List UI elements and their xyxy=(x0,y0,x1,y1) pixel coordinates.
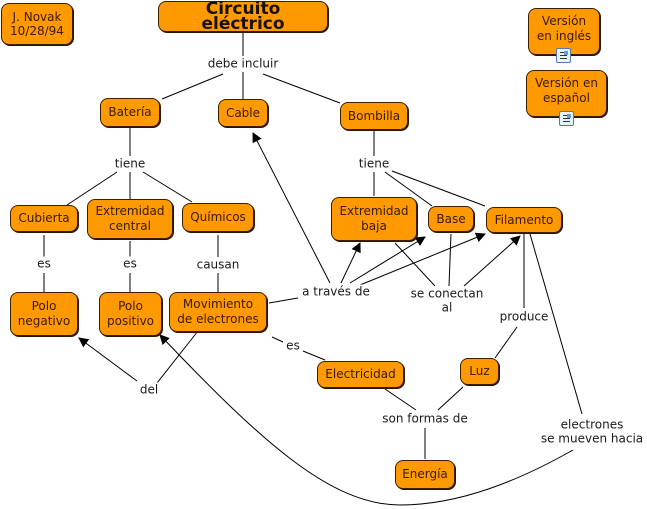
concept-bombilla[interactable]: Bombilla xyxy=(340,102,408,130)
edge xyxy=(340,242,361,284)
author-date: 10/28/94 xyxy=(10,24,64,38)
concept-quimicos[interactable]: Químicos xyxy=(182,203,254,232)
edge xyxy=(78,337,138,382)
concept-cable[interactable]: Cable xyxy=(218,99,268,127)
concept-electricidad[interactable]: Electricidad xyxy=(317,361,404,388)
link-se-conectan-al: al xyxy=(439,300,455,316)
edge xyxy=(394,242,436,287)
link-debe-incluir: debe incluir xyxy=(205,56,281,72)
concept-movimiento-electrones[interactable]: Movimiento de electrones xyxy=(169,292,267,332)
concept-energia[interactable]: Energía xyxy=(395,460,455,489)
edge xyxy=(384,171,433,207)
author-node[interactable]: J. Novak 10/28/94 xyxy=(1,3,73,45)
link-produce: produce xyxy=(497,309,551,325)
edge xyxy=(529,233,583,415)
link-es-movimiento: es xyxy=(284,338,302,354)
document-icon[interactable] xyxy=(559,111,574,126)
concept-version-espanol[interactable]: Versión en español xyxy=(526,70,607,117)
concept-circuito-electrico[interactable]: Circuito eléctrico xyxy=(158,0,328,32)
link-a-traves-de: a través de xyxy=(300,284,372,300)
concept-extremidad-central[interactable]: Extremidad central xyxy=(87,199,173,239)
edge xyxy=(391,170,486,207)
link-tiene-bombilla: tiene xyxy=(356,156,392,172)
concept-base[interactable]: Base xyxy=(428,206,474,232)
concept-cubierta[interactable]: Cubierta xyxy=(10,205,78,232)
link-son-formas-de: son formas de xyxy=(380,411,470,427)
edge xyxy=(494,326,518,359)
edge xyxy=(271,336,284,343)
concept-luz[interactable]: Luz xyxy=(460,358,499,385)
link-del: del xyxy=(137,382,161,398)
link-se-conectan: se conectan xyxy=(408,286,486,302)
edge-curve xyxy=(159,334,574,506)
link-es-extremidad: es xyxy=(121,256,139,272)
link-causan: causan xyxy=(194,257,242,273)
edge xyxy=(384,388,417,411)
edge xyxy=(161,73,224,100)
document-icon[interactable] xyxy=(556,48,571,63)
concept-polo-positivo[interactable]: Polo positivo xyxy=(99,292,162,336)
edge xyxy=(156,330,199,384)
link-se-mueven-hacia: se mueven hacia xyxy=(538,431,646,447)
concept-polo-negativo[interactable]: Polo negativo xyxy=(10,292,78,336)
edge xyxy=(268,297,299,304)
concept-bateria[interactable]: Batería xyxy=(100,98,160,127)
concept-filamento[interactable]: Filamento xyxy=(486,207,562,233)
edge xyxy=(349,236,426,284)
concept-extremidad-baja[interactable]: Extremidad baja xyxy=(331,197,417,241)
edge xyxy=(142,171,193,203)
edge xyxy=(448,233,452,287)
edge xyxy=(66,171,118,206)
edge xyxy=(437,386,464,411)
edge xyxy=(463,235,521,287)
edge xyxy=(262,73,341,104)
author-name: J. Novak xyxy=(12,10,62,24)
edge xyxy=(252,132,331,284)
link-tiene-bateria: tiene xyxy=(112,156,148,172)
edge xyxy=(302,350,326,361)
link-es-cubierta: es xyxy=(35,256,53,272)
link-electrones: electrones xyxy=(558,417,626,433)
edge xyxy=(359,232,486,286)
